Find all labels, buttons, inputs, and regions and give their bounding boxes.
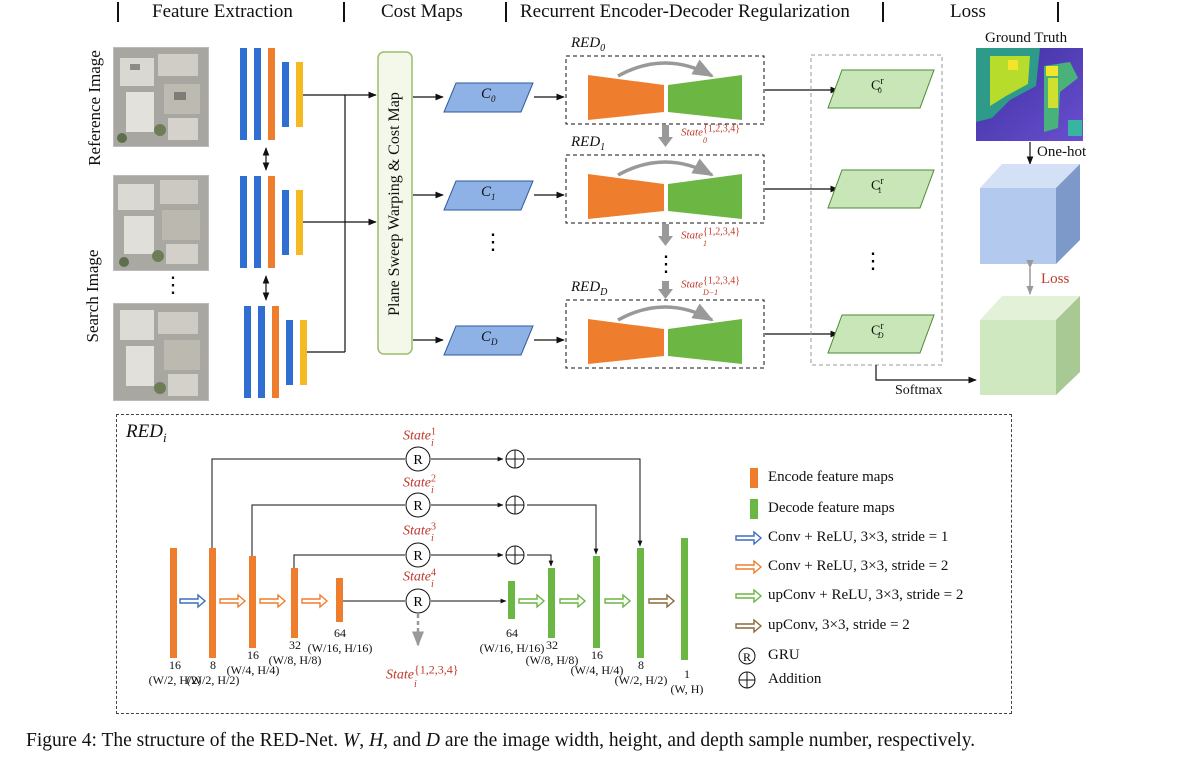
enc-dim-4: 32(W/8, H/8) (268, 638, 322, 667)
dec-bar-1 (508, 581, 515, 619)
red-block-d (565, 299, 765, 369)
red-block-1 (565, 154, 765, 224)
cost-map-d-label: CD (481, 329, 498, 347)
legend-decode-swatch (750, 499, 758, 519)
reg-map-d (827, 314, 935, 354)
detail-title: REDi (126, 421, 167, 445)
svg-text:R: R (413, 499, 423, 514)
enc-dim-1: 16(W/2, H/2) (148, 658, 202, 687)
legend-encode: Encode feature maps (768, 469, 894, 485)
enc-dim-3: 16(W/4, H/4) (226, 648, 280, 677)
feature-bars-search-2 (244, 306, 307, 398)
enc-bar-5 (336, 578, 343, 622)
header-loss: Loss (950, 1, 986, 22)
plane-sweep-box (377, 51, 413, 355)
svg-text:⋮: ⋮ (862, 248, 884, 273)
reference-image (113, 47, 209, 147)
ground-truth-label: Ground Truth (985, 30, 1068, 46)
dec-bar-2 (548, 568, 555, 638)
header-feature-extraction: Feature Extraction (152, 1, 293, 22)
prediction-cube (980, 296, 1080, 395)
gru-1 (405, 446, 431, 472)
svg-text:R: R (413, 549, 423, 564)
enc-bar-2 (209, 548, 216, 658)
search-image-2 (113, 303, 209, 401)
dec-bar-4 (637, 548, 644, 658)
reg-0-label: Cr0 (871, 76, 884, 96)
red-block-0 (565, 55, 765, 125)
gru-3 (405, 542, 431, 568)
svg-text:⋮: ⋮ (655, 251, 677, 276)
enc-bar-1 (170, 548, 177, 658)
dec-dim-4: 8(W/2, H/2) (614, 658, 668, 687)
cost-map-0 (443, 82, 534, 113)
svg-text:R: R (413, 453, 423, 468)
dec-dim-5: 1(W, H) (670, 667, 704, 696)
state-d-label: State{1,2,3,4}D−1 (681, 275, 741, 297)
one-hot-cube (980, 164, 1080, 264)
legend-upconv: upConv, 3×3, stride = 2 (768, 617, 910, 633)
dec-bar-5 (681, 538, 688, 660)
plane-sweep-label: Plane Sweep Warping & Cost Map (386, 92, 403, 316)
cost-map-1-label: C1 (481, 184, 496, 202)
svg-text:R: R (413, 595, 423, 610)
ground-truth-image (976, 48, 1083, 141)
header-cost-maps: Cost Maps (381, 1, 463, 22)
cost-map-d (443, 325, 534, 356)
reg-d-label: CrD (871, 321, 884, 341)
feature-bars-reference (240, 48, 303, 140)
cost-map-0-label: C0 (481, 86, 496, 104)
reg-1-label: Cr1 (871, 176, 884, 196)
legend-conv1: Conv + ReLU, 3×3, stride = 1 (768, 529, 949, 545)
red-detail-diagram: R R R R R (170, 446, 763, 689)
red-1-label: RED1 (571, 134, 606, 153)
figure-caption: Figure 4: The structure of the RED-Net. … (26, 730, 976, 751)
cost-map-ellipsis: ⋮ (482, 229, 504, 254)
legend-encode-swatch (750, 468, 758, 488)
header-regularization: Recurrent Encoder-Decoder Regularization (520, 1, 850, 22)
red-d-label: REDD (571, 279, 608, 298)
dec-dim-2: 32(W/8, H/8) (525, 638, 579, 667)
legend-decode: Decode feature maps (768, 500, 895, 516)
dec-bar-3 (593, 556, 600, 648)
legend-addition: Addition (768, 671, 822, 687)
reg-map-1 (827, 169, 935, 209)
legend-conv2: Conv + ReLU, 3×3, stride = 2 (768, 558, 949, 574)
legend-upconv-relu: upConv + ReLU, 3×3, stride = 2 (768, 587, 964, 603)
feature-bars-search-1 (240, 176, 303, 268)
svg-text:R: R (743, 650, 751, 664)
enc-dim-5: 64(W/16, H/16) (307, 626, 373, 655)
pipeline-diagram: ⋮ ⋮ ⋮ (240, 48, 1083, 398)
state-1-label: State{1,2,3,4}1 (681, 226, 741, 248)
dec-dim-1: 64(W/16, H/16) (479, 626, 545, 655)
reg-map-0 (827, 69, 935, 109)
cost-map-1 (443, 180, 534, 211)
legend-gru: GRU (768, 647, 800, 663)
enc-bar-4 (291, 568, 298, 638)
softmax-label: Softmax (895, 383, 943, 398)
loss-label: Loss (1041, 271, 1070, 287)
gru-2 (405, 492, 431, 518)
enc-dim-2: 8(W/2, H/2) (186, 658, 240, 687)
red-detail-panel (116, 414, 1012, 714)
search-image-1 (113, 175, 209, 271)
red-0-label: RED0 (571, 35, 606, 54)
gru-4 (405, 588, 431, 614)
state-0-label: State{1,2,3,4}0 (681, 123, 741, 145)
images-ellipsis: ⋮ (162, 272, 184, 297)
detail-state-all: State{1,2,3,4}i (386, 662, 459, 690)
enc-bar-3 (249, 556, 256, 648)
dec-dim-3: 16(W/4, H/4) (570, 648, 624, 677)
one-hot-label: One-hot (1037, 144, 1087, 160)
